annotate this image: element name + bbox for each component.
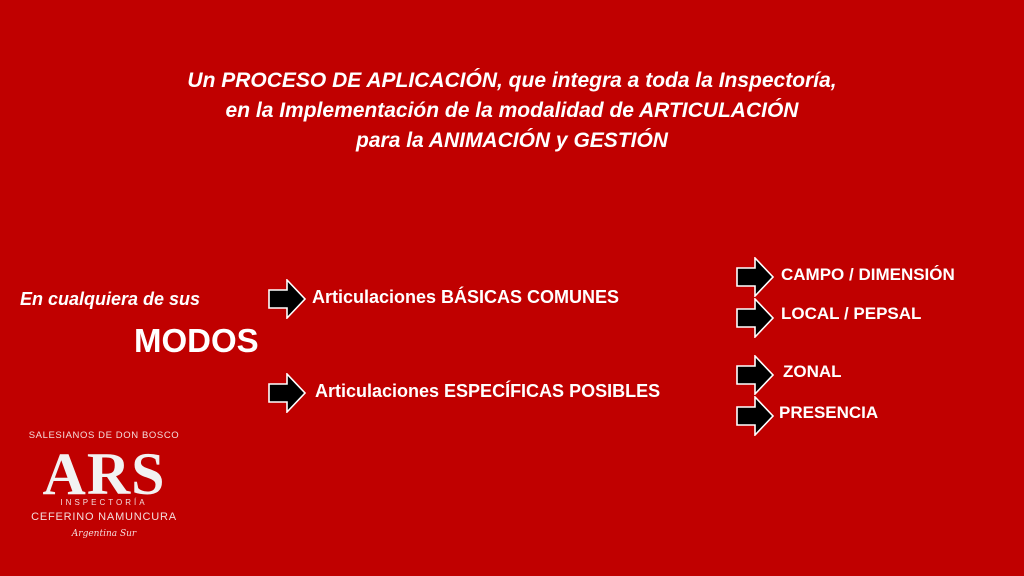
item-local-pepsal: LOCAL / PEPSAL <box>781 304 922 323</box>
category-basicas: Articulaciones BÁSICAS COMUNES <box>312 287 620 307</box>
logo-script-text: Argentina Sur <box>71 529 137 539</box>
arrow-right-icon <box>736 355 774 395</box>
arrow-right-icon <box>268 373 306 413</box>
logo-name-text: CEFERINO NAMUNCURA <box>31 511 177 523</box>
arrow-right-icon <box>736 298 774 338</box>
logo-sub-text: INSPECTORÍA <box>60 498 147 507</box>
ars-inspectoria-logo: SALESIANOS DE DON BOSCO ARS INSPECTORÍA … <box>29 430 180 539</box>
arrow-right-icon <box>268 279 306 319</box>
item-campo-dimension: CAMPO / DIMENSIÓN <box>781 265 955 284</box>
title-line-1: Un PROCESO DE APLICACIÓN, que integra a … <box>187 69 837 92</box>
title-line-2: en la Implementación de la modalidad de … <box>225 99 799 122</box>
logo-main-text: ARS <box>42 441 165 507</box>
slide-title: Un PROCESO DE APLICACIÓN, que integra a … <box>0 66 1024 156</box>
lead-text: En cualquiera de sus <box>20 289 201 309</box>
arrow-right-icon <box>736 396 774 436</box>
title-line-3: para la ANIMACIÓN y GESTIÓN <box>356 129 668 152</box>
item-presencia: PRESENCIA <box>779 403 879 422</box>
modos-label: MODOS <box>134 322 259 359</box>
arrow-right-icon <box>736 257 774 297</box>
category-especificas: Articulaciones ESPECÍFICAS POSIBLES <box>315 381 661 401</box>
logo-top-text: SALESIANOS DE DON BOSCO <box>29 430 180 441</box>
item-zonal: ZONAL <box>783 362 842 381</box>
